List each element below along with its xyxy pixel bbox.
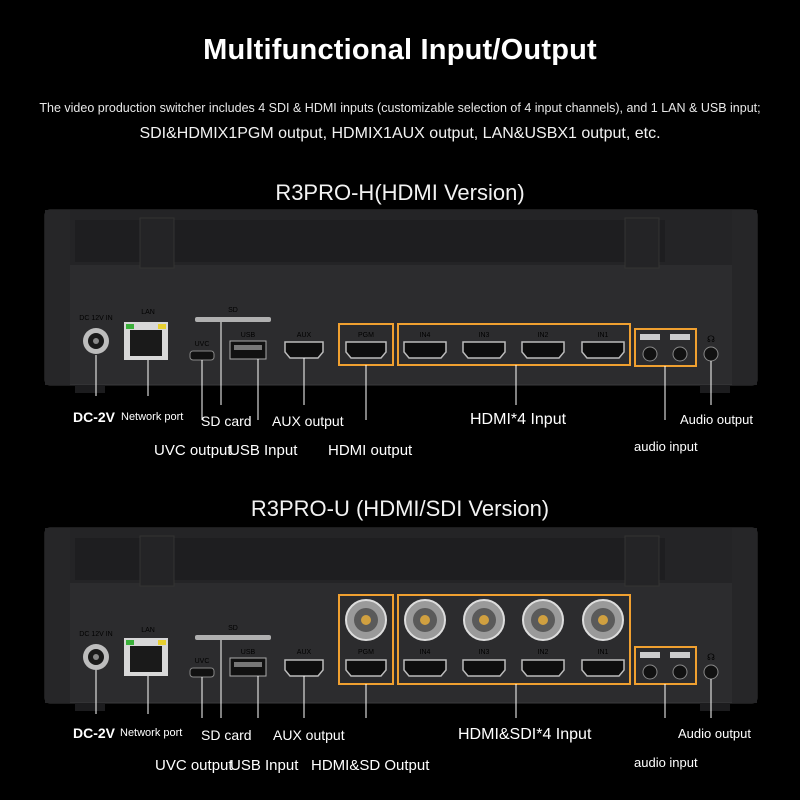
port-label-in2: IN2 xyxy=(538,649,549,656)
port-label-pgm: PGM xyxy=(358,649,374,656)
panel-u-title: R3PRO-U (HDMI/SDI Version) xyxy=(250,496,550,521)
dc-power-jack xyxy=(83,328,109,354)
pgm-hdmi-port xyxy=(345,341,387,359)
callout-h-audio-input: audio input xyxy=(634,439,698,454)
lan-port xyxy=(124,322,168,360)
sdi-in3-bnc-connector xyxy=(463,599,505,641)
headphone-icon: ☊ xyxy=(707,334,715,344)
pgm-hdmi-port xyxy=(345,659,387,677)
callout-u-dc: DC-2V xyxy=(73,725,116,741)
callout-h-hdmi-input: HDMI*4 Input xyxy=(470,411,567,428)
port-label-aux: AUX xyxy=(297,649,312,656)
hdmi-in3-port xyxy=(462,659,506,677)
sd-card-slot xyxy=(195,635,271,640)
callout-u-hdmi-sd-output: HDMI&SD Output xyxy=(311,757,430,774)
hdmi-in4-port xyxy=(403,659,447,677)
usb-port xyxy=(229,657,267,677)
hdmi-in4-port xyxy=(403,341,447,359)
usb-port xyxy=(229,340,267,360)
callout-h-aux-output: AUX output xyxy=(272,413,344,429)
port-label-uvc: UVC xyxy=(195,341,210,348)
port-label-usb: USB xyxy=(241,332,256,339)
port-label-in1: IN1 xyxy=(598,649,609,656)
panel-h-title: R3PRO-H(HDMI Version) xyxy=(275,180,525,205)
port-label-sd: SD xyxy=(228,307,238,314)
sdi-pgm-bnc-connector xyxy=(345,599,387,641)
port-label-lan: LAN xyxy=(141,309,155,316)
sdi-in4-bnc-connector xyxy=(404,599,446,641)
hdmi-in2-port xyxy=(521,341,565,359)
port-label-lan: LAN xyxy=(141,627,155,634)
aux-hdmi-port xyxy=(284,341,324,359)
panel-h-device: DC 12V IN LAN SD UVC USB AUX PGM IN4 IN3… xyxy=(44,209,758,420)
page-title: Multifunctional Input/Output xyxy=(203,34,597,66)
uvc-port xyxy=(189,350,215,361)
callout-h-dc: DC-2V xyxy=(73,409,116,425)
highlight-inputs xyxy=(397,594,631,685)
audio-output-jack: ☊ xyxy=(703,652,719,680)
uvc-port xyxy=(189,667,215,678)
lan-port xyxy=(124,638,168,676)
aux-hdmi-port xyxy=(284,659,324,677)
panel-u-device: DC 12V IN LAN SD UVC USB AUX PGM IN4 IN3… xyxy=(44,527,758,718)
callout-h-network-port: Network port xyxy=(121,411,184,423)
sdi-in1-bnc-connector xyxy=(582,599,624,641)
port-label-pgm: PGM xyxy=(358,332,374,339)
port-label-in3: IN3 xyxy=(479,649,490,656)
audio-input-jacks xyxy=(640,652,690,680)
callout-h-sd-card: SD card xyxy=(201,413,252,429)
port-label-in2: IN2 xyxy=(538,332,549,339)
sd-card-slot xyxy=(195,317,271,322)
callout-h-uvc-output: UVC output xyxy=(154,442,232,459)
callout-u-aux-output: AUX output xyxy=(273,727,345,743)
callout-h-hdmi-output: HDMI output xyxy=(328,442,413,459)
callout-h-usb-input: USB Input xyxy=(229,442,298,459)
description-line-2: SDI&HDMIX1PGM output, HDMIX1AUX output, … xyxy=(139,125,661,142)
port-label-in3: IN3 xyxy=(479,332,490,339)
port-label-usb: USB xyxy=(241,649,256,656)
callout-u-usb-input: USB Input xyxy=(230,757,299,774)
callout-u-hdmi-sdi-input: HDMI&SDI*4 Input xyxy=(458,726,592,743)
port-label-aux: AUX xyxy=(297,332,312,339)
callout-u-audio-input: audio input xyxy=(634,755,698,770)
callout-u-sd-card: SD card xyxy=(201,727,252,743)
port-label-dc: DC 12V IN xyxy=(79,631,112,638)
sdi-in2-bnc-connector xyxy=(522,599,564,641)
port-label-uvc: UVC xyxy=(195,658,210,665)
port-label-dc: DC 12V IN xyxy=(79,315,112,322)
callout-u-network-port: Network port xyxy=(120,727,183,739)
port-label-in1: IN1 xyxy=(598,332,609,339)
hdmi-in2-port xyxy=(521,659,565,677)
port-label-in4: IN4 xyxy=(420,332,431,339)
hdmi-in1-port xyxy=(581,659,625,677)
audio-input-jacks xyxy=(640,334,690,362)
headphone-icon: ☊ xyxy=(707,652,715,662)
audio-output-jack: ☊ xyxy=(703,334,719,362)
callout-h-audio-output: Audio output xyxy=(680,412,754,427)
port-label-in4: IN4 xyxy=(420,649,431,656)
hdmi-in3-port xyxy=(462,341,506,359)
dc-power-jack xyxy=(83,644,109,670)
port-label-sd: SD xyxy=(228,625,238,632)
hdmi-in1-port xyxy=(581,341,625,359)
description-line-1: The video production switcher includes 4… xyxy=(39,101,761,115)
callout-u-audio-output: Audio output xyxy=(678,726,752,741)
highlight-hdmi-inputs xyxy=(397,323,631,366)
callout-u-uvc-output: UVC output xyxy=(155,757,233,774)
